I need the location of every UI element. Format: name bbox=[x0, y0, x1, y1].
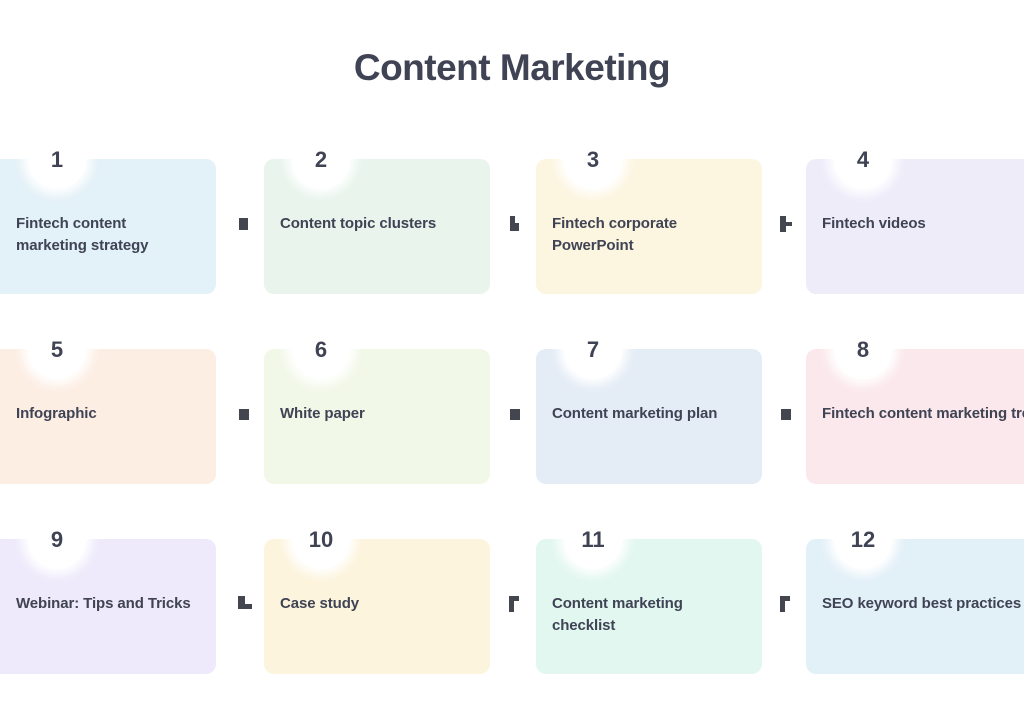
card-10[interactable]: 10 Case study bbox=[264, 511, 490, 674]
card-badge: 11 bbox=[564, 511, 622, 569]
arrow-right-icon bbox=[234, 403, 256, 425]
card-badge: 7 bbox=[564, 321, 622, 379]
arrow-right-icon bbox=[776, 403, 798, 425]
card-4[interactable]: 4 Fintech videos bbox=[806, 131, 1024, 294]
card-11[interactable]: 11 Content marketing checklist bbox=[536, 511, 762, 674]
arrow-right-icon bbox=[234, 213, 256, 235]
card-8[interactable]: 8 Fintech content marketing trends bbox=[806, 321, 1024, 484]
card-badge: 10 bbox=[292, 511, 350, 569]
arrow-right-icon bbox=[505, 403, 527, 425]
card-label: Content topic clusters bbox=[280, 215, 437, 232]
card-badge: 8 bbox=[834, 321, 892, 379]
card-9[interactable]: 9 Webinar: Tips and Tricks bbox=[0, 511, 216, 674]
card-2[interactable]: 2 Content topic clusters bbox=[264, 131, 490, 294]
card-badge: 3 bbox=[564, 131, 622, 189]
card-12[interactable]: 12 SEO keyword best practices bbox=[806, 511, 1024, 674]
card-label: Fintech corporate PowerPoint bbox=[552, 215, 677, 254]
card-badge: 5 bbox=[28, 321, 86, 379]
card-label: Fintech content marketing trends bbox=[822, 405, 1024, 422]
card-badge: 1 bbox=[28, 131, 86, 189]
page-title: Content Marketing bbox=[353, 47, 671, 88]
arrow-right-icon bbox=[776, 213, 798, 235]
card-grid: 1 Fintech content marketing strategy 2 C… bbox=[0, 131, 1024, 701]
card-row: 5 Infographic 6 White paper 7 Content ma… bbox=[0, 321, 1024, 511]
card-label: Case study bbox=[280, 595, 360, 612]
card-badge: 12 bbox=[834, 511, 892, 569]
card-row: 1 Fintech content marketing strategy 2 C… bbox=[0, 131, 1024, 321]
arrow-right-icon bbox=[234, 593, 256, 615]
card-5[interactable]: 5 Infographic bbox=[0, 321, 216, 484]
card-badge: 6 bbox=[292, 321, 350, 379]
card-label: Content marketing checklist bbox=[552, 595, 683, 634]
card-1[interactable]: 1 Fintech content marketing strategy bbox=[0, 131, 216, 294]
card-7[interactable]: 7 Content marketing plan bbox=[536, 321, 762, 484]
arrow-right-icon bbox=[505, 213, 527, 235]
card-badge: 4 bbox=[834, 131, 892, 189]
card-label: White paper bbox=[280, 405, 365, 422]
arrow-right-icon bbox=[505, 593, 527, 615]
card-6[interactable]: 6 White paper bbox=[264, 321, 490, 484]
card-label: Webinar: Tips and Tricks bbox=[16, 595, 191, 612]
card-label: Content marketing plan bbox=[552, 405, 718, 422]
card-badge: 2 bbox=[292, 131, 350, 189]
card-label: Fintech content marketing strategy bbox=[16, 215, 149, 254]
card-row: 9 Webinar: Tips and Tricks 10 Case study… bbox=[0, 511, 1024, 701]
card-label: Fintech videos bbox=[822, 215, 926, 232]
card-label: Infographic bbox=[16, 405, 97, 422]
card-badge: 9 bbox=[28, 511, 86, 569]
card-3[interactable]: 3 Fintech corporate PowerPoint bbox=[536, 131, 762, 294]
card-label: SEO keyword best practices bbox=[822, 595, 1022, 612]
arrow-right-icon bbox=[776, 593, 798, 615]
